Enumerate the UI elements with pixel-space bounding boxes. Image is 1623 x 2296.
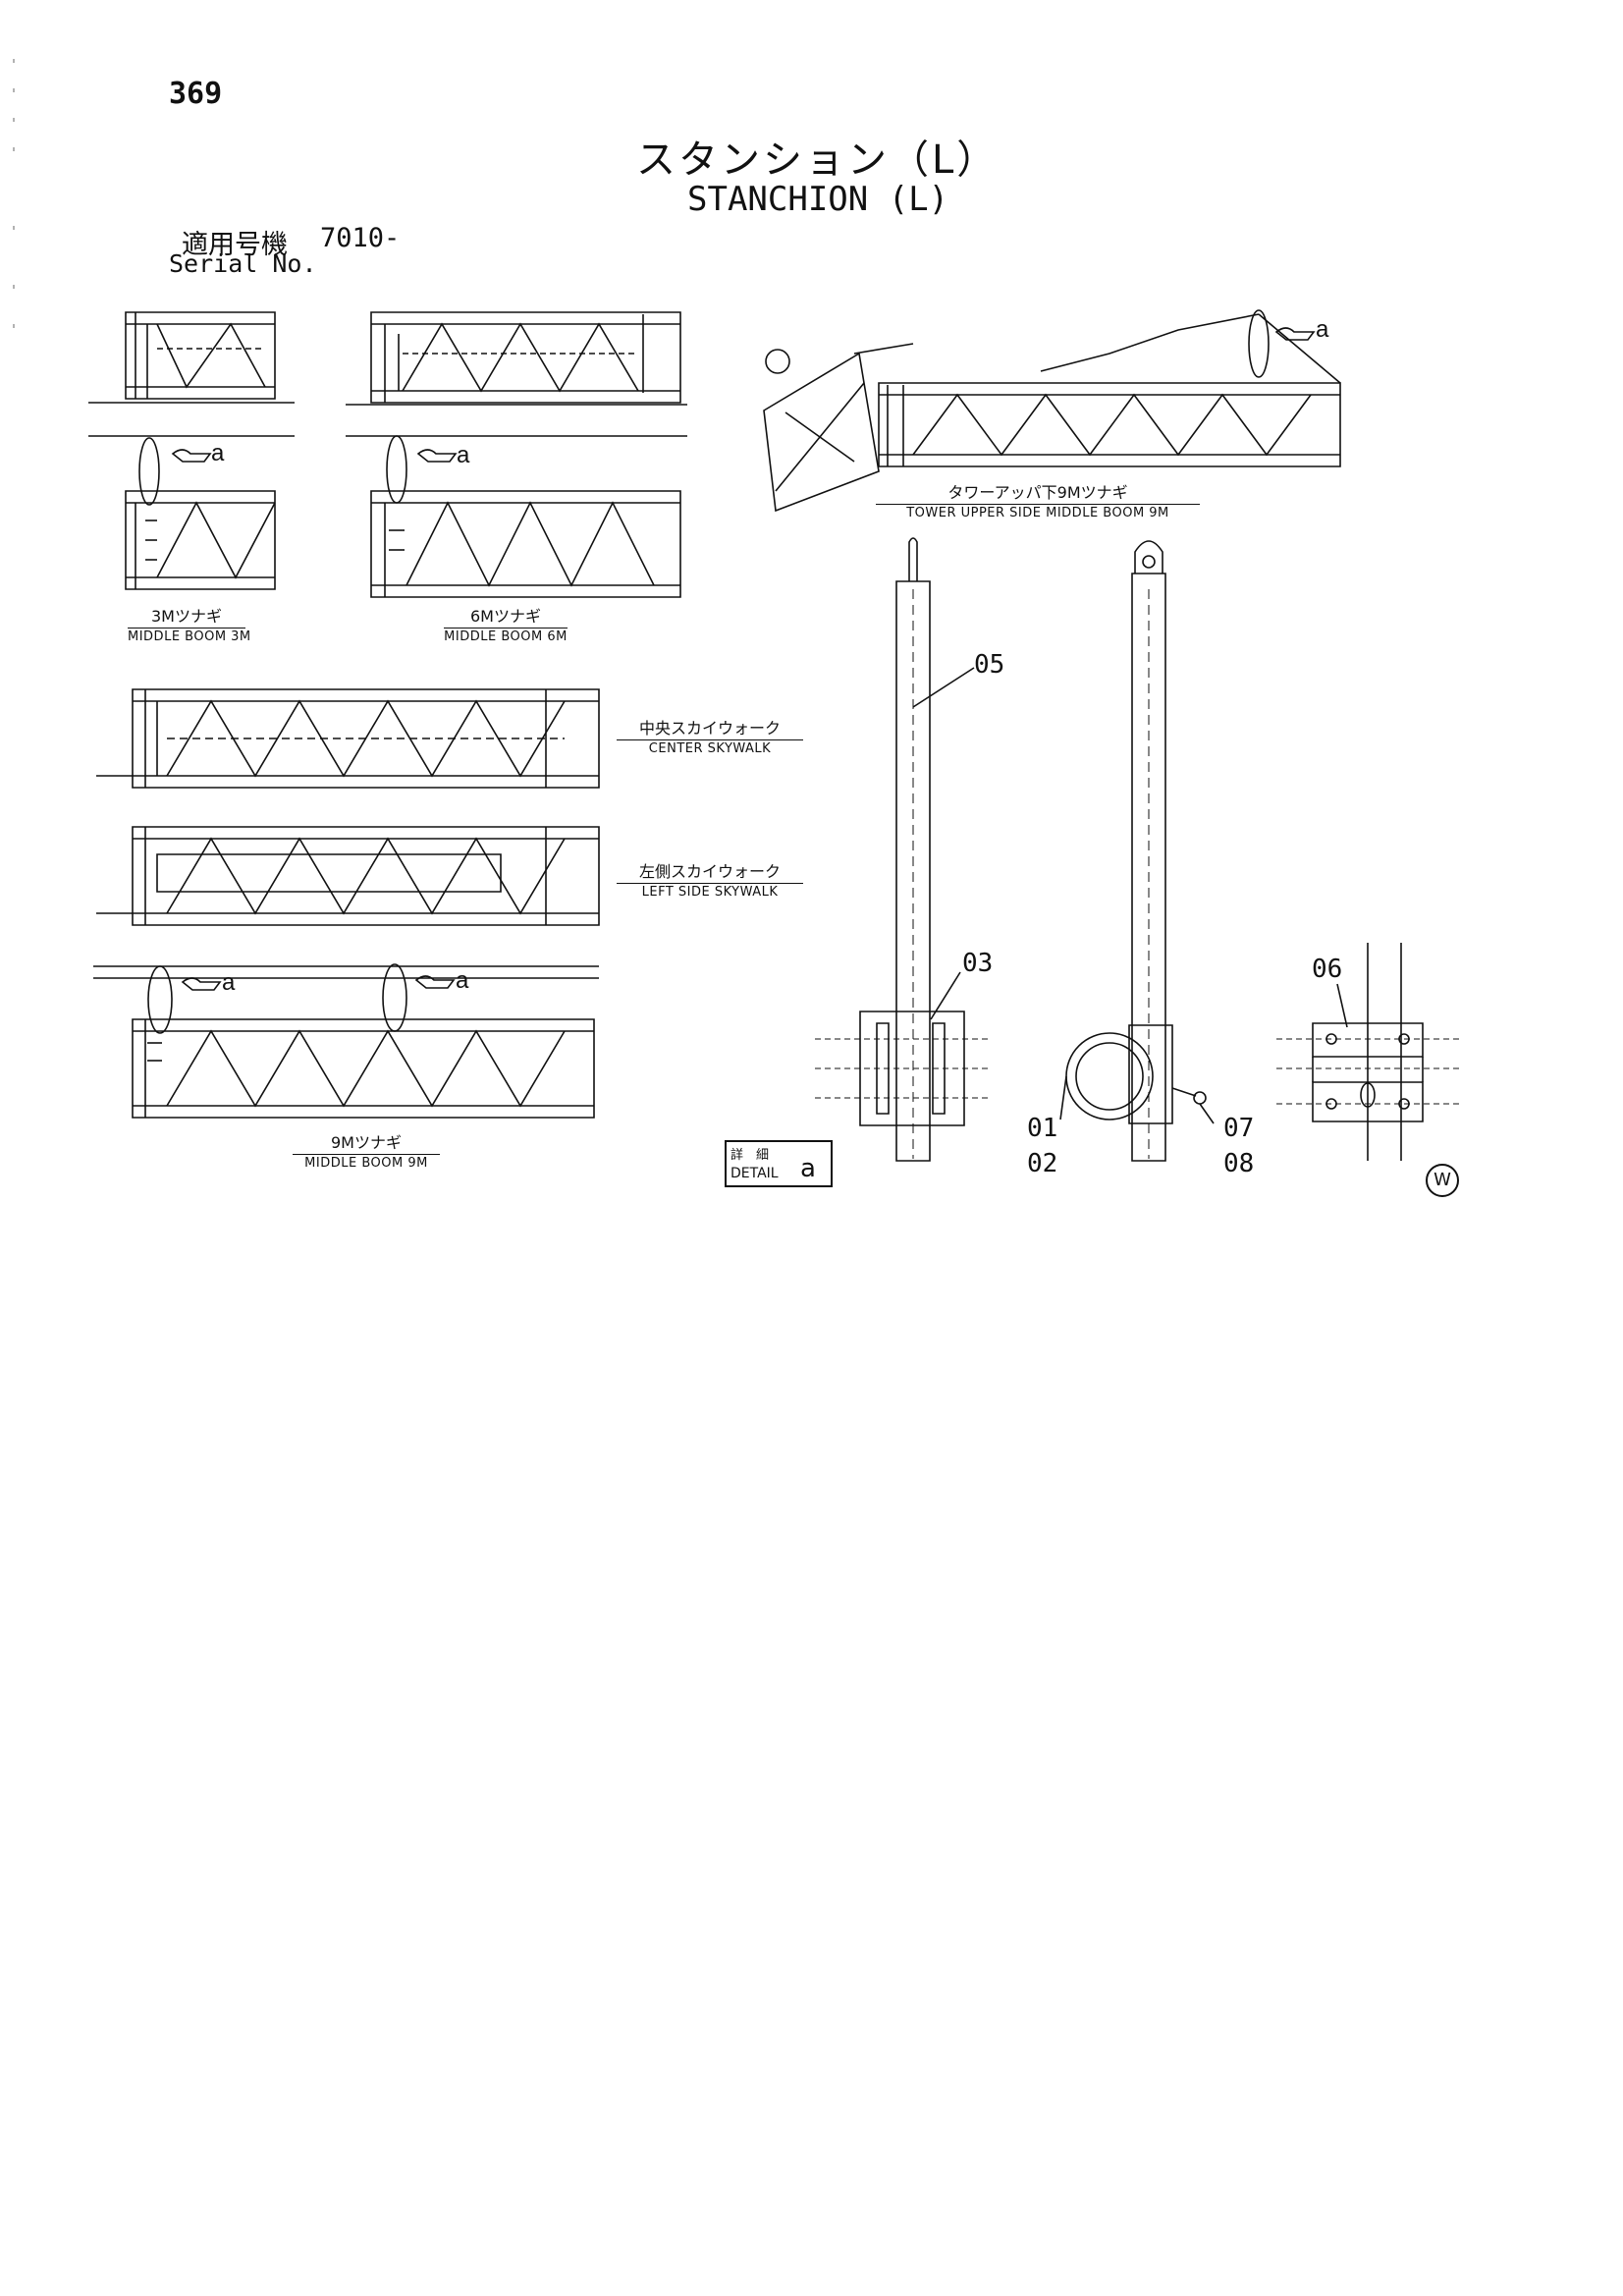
serial-label-jp: 適用号機 xyxy=(182,230,288,260)
boom-6m-lower-truss xyxy=(371,436,680,597)
part-number-05: 05 xyxy=(974,650,1005,680)
caption-tower-upper: タワーアッパ下9Mツナギ TOWER UPPER SIDE MIDDLE BOO… xyxy=(876,479,1200,520)
boom-9m-truss xyxy=(93,964,599,1118)
detail-marker-a: a xyxy=(211,440,225,466)
detail-a-box: 詳 細 DETAIL a xyxy=(725,1140,833,1187)
caption-left-skywalk-jp: 左側スカイウォーク xyxy=(617,858,803,884)
caption-left-skywalk: 左側スカイウォーク LEFT SIDE SKYWALK xyxy=(617,858,803,900)
detail-label-en: DETAIL xyxy=(730,1166,779,1181)
boom-3m-upper-truss xyxy=(88,312,295,436)
caption-boom-9m: 9Mツナギ MIDDLE BOOM 9M xyxy=(293,1129,440,1171)
caption-tower-upper-jp: タワーアッパ下9Mツナギ xyxy=(876,479,1200,505)
caption-boom-6m: 6Mツナギ MIDDLE BOOM 6M xyxy=(444,603,568,644)
caption-center-skywalk-en: CENTER SKYWALK xyxy=(648,741,772,756)
caption-boom-9m-jp: 9Mツナギ xyxy=(293,1129,440,1155)
serial-label-en: Serial No. xyxy=(169,249,317,278)
caption-boom-6m-en: MIDDLE BOOM 6M xyxy=(444,629,568,644)
center-skywalk-truss xyxy=(96,689,599,788)
caption-center-skywalk-jp: 中央スカイウォーク xyxy=(617,715,803,740)
page-title-en: STANCHION (L) xyxy=(687,180,949,219)
caption-boom-3m-en: MIDDLE BOOM 3M xyxy=(128,629,251,644)
part-number-08: 08 xyxy=(1223,1149,1255,1178)
caption-boom-3m: 3Mツナギ MIDDLE BOOM 3M xyxy=(128,603,251,644)
stanchion-05 xyxy=(815,538,992,1161)
detail-marker-a: a xyxy=(222,969,236,996)
left-skywalk-truss xyxy=(96,827,599,925)
detail-marker-a: a xyxy=(457,442,470,468)
caption-left-skywalk-en: LEFT SIDE SKYWALK xyxy=(641,885,779,900)
circled-w-mark: W xyxy=(1426,1164,1459,1197)
caption-boom-3m-jp: 3Mツナギ xyxy=(128,603,245,629)
tower-upper-boom-truss xyxy=(764,310,1340,511)
boom-6m-upper-truss xyxy=(346,312,687,436)
part-number-07: 07 xyxy=(1223,1114,1255,1143)
detail-label-letter: a xyxy=(800,1154,816,1183)
page-title-jp: スタンション（L） xyxy=(636,137,1000,183)
stanchion-01 xyxy=(1060,541,1214,1161)
page-number: 369 xyxy=(169,77,223,111)
stanchion-06 xyxy=(1276,943,1463,1161)
boom-3m-lower-truss xyxy=(126,438,275,589)
detail-marker-a: a xyxy=(456,967,469,994)
caption-tower-upper-en: TOWER UPPER SIDE MIDDLE BOOM 9M xyxy=(906,506,1169,520)
detail-marker-a: a xyxy=(1316,316,1329,343)
detail-label-jp: 詳 細 xyxy=(730,1148,770,1163)
caption-boom-9m-en: MIDDLE BOOM 9M xyxy=(304,1156,428,1171)
part-number-01: 01 xyxy=(1027,1114,1058,1143)
part-number-03: 03 xyxy=(962,949,994,978)
part-number-02: 02 xyxy=(1027,1149,1058,1178)
part-number-06: 06 xyxy=(1312,955,1343,984)
caption-center-skywalk: 中央スカイウォーク CENTER SKYWALK xyxy=(617,715,803,756)
caption-boom-6m-jp: 6Mツナギ xyxy=(444,603,568,629)
serial-value: 7010- xyxy=(320,223,401,253)
